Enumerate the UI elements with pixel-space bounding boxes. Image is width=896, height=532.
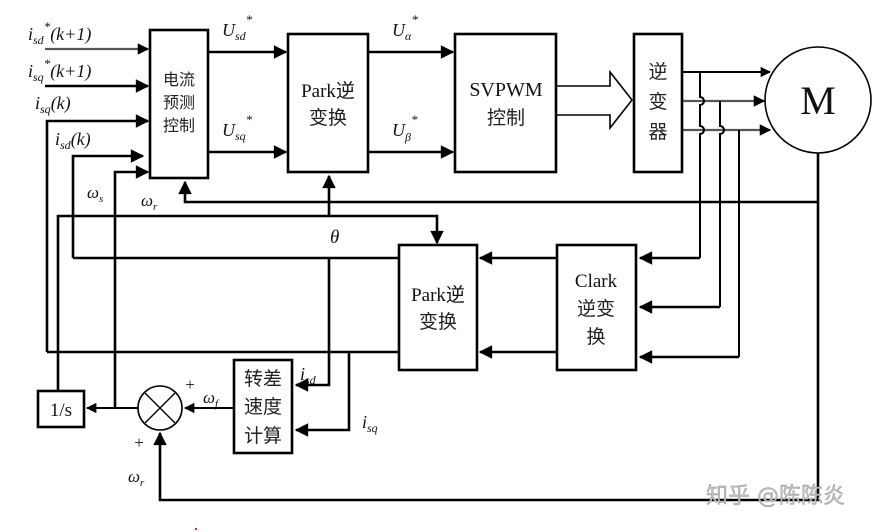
label-usq-ref: Usq* xyxy=(222,112,253,143)
block-line: Park逆 xyxy=(411,284,465,306)
isd-fb-wire xyxy=(73,256,399,392)
block-line: 控制 xyxy=(163,116,195,135)
block-line: 器 xyxy=(648,121,667,143)
label-isq-fb: isq xyxy=(362,412,378,435)
isq-k-feedback-wire xyxy=(45,114,150,352)
block-line: 计算 xyxy=(244,425,282,447)
phase-lines xyxy=(682,66,772,357)
block-line: 速度 xyxy=(244,396,282,418)
label-omega-r-bottom: ωr xyxy=(128,467,145,489)
motor-speed-wire xyxy=(153,153,820,502)
block-line: SVPWM xyxy=(469,79,543,101)
label-theta: θ xyxy=(330,227,339,248)
summer-sign-bottom: + xyxy=(134,433,144,452)
slip-speed-calc-block: 转差 速度 计算 xyxy=(232,358,294,455)
motor: M xyxy=(764,46,872,154)
isq-fb-wire xyxy=(47,350,399,437)
omega-r-top-wire xyxy=(178,180,818,204)
inverter-block: 逆 变 器 xyxy=(632,32,684,174)
block-line: 换 xyxy=(586,326,605,348)
label-isd-fb: isd xyxy=(300,364,317,387)
watermark: 知乎 @陈陈炎 xyxy=(706,484,845,509)
block-line: 逆 xyxy=(648,61,667,83)
current-predictive-control-block: 电流 预测 控制 xyxy=(148,28,210,180)
svpwm-block: SVPWM 控制 xyxy=(453,32,558,174)
label-usd-ref: Usd* xyxy=(222,12,253,43)
block-line: 逆变 xyxy=(577,298,615,320)
block-line: 转差 xyxy=(244,368,282,390)
clark-inverse-block: Clark 逆变 换 xyxy=(555,243,638,372)
park-inverse-bottom-block: Park逆 变换 xyxy=(397,243,479,372)
park-inverse-top-block: Park逆 变换 xyxy=(286,32,370,174)
block-line: 电流 xyxy=(163,70,195,89)
label-isd-k: isd(k) xyxy=(55,129,91,152)
block-line: 控制 xyxy=(487,107,525,129)
omega-s-wire xyxy=(113,165,150,408)
block-line: 变 xyxy=(648,91,667,113)
summer-sign-top: + xyxy=(185,375,195,394)
integrator-block: 1/s xyxy=(36,389,86,429)
label-omega-s: ωs xyxy=(87,183,103,205)
theta-wire xyxy=(56,174,444,390)
label-omega-f: ωf xyxy=(203,388,220,410)
label-isd-ref: isd*(k+1) xyxy=(28,19,91,47)
label-ubeta-ref: Uβ* xyxy=(392,112,418,144)
phase-feedback-wires xyxy=(638,251,739,364)
svpwm-to-inverter-arrow xyxy=(556,69,634,131)
block-line: 变换 xyxy=(419,311,457,333)
summing-junction: + + xyxy=(134,375,195,452)
label-isq-k: isq(k) xyxy=(35,93,71,116)
block-line: Park逆 xyxy=(301,80,355,102)
block-line: 预测 xyxy=(163,93,195,112)
integrator-label: 1/s xyxy=(50,400,72,421)
red-dot-mark xyxy=(194,527,198,531)
motor-label: M xyxy=(800,78,836,123)
label-isq-ref: isq*(k+1) xyxy=(28,56,91,84)
block-line: 变换 xyxy=(309,107,347,129)
label-omega-r-top: ωr xyxy=(141,191,158,213)
isd-k-feedback-wire xyxy=(71,149,145,258)
label-ualpha-ref: Uα* xyxy=(392,12,418,43)
block-line: Clark xyxy=(575,271,618,292)
clark-to-park-wires xyxy=(478,251,557,359)
